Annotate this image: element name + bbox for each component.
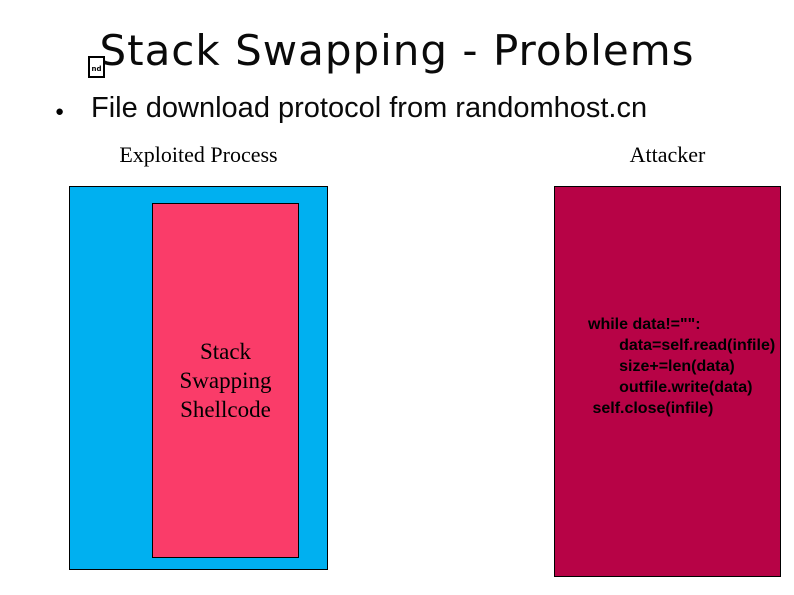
attacker-label: Attacker <box>629 142 706 167</box>
missing-glyph-icon: nd <box>88 56 105 78</box>
bullet-marker-icon: ● <box>55 103 65 120</box>
shellcode-box: Stack Swapping Shellcode <box>152 203 299 558</box>
exploited-process-box: Stack Swapping Shellcode <box>69 186 328 570</box>
exploited-process-label: Exploited Process <box>119 142 278 167</box>
shellcode-label: Stack Swapping Shellcode <box>179 339 272 422</box>
slide-title: Stack Swapping - Problems <box>99 26 695 75</box>
bullet-text: File download protocol from randomhost.c… <box>91 92 648 124</box>
attacker-box: while data!="": data=self.read(infile) s… <box>554 186 781 577</box>
attacker-code: while data!="": data=self.read(infile) s… <box>588 316 776 417</box>
